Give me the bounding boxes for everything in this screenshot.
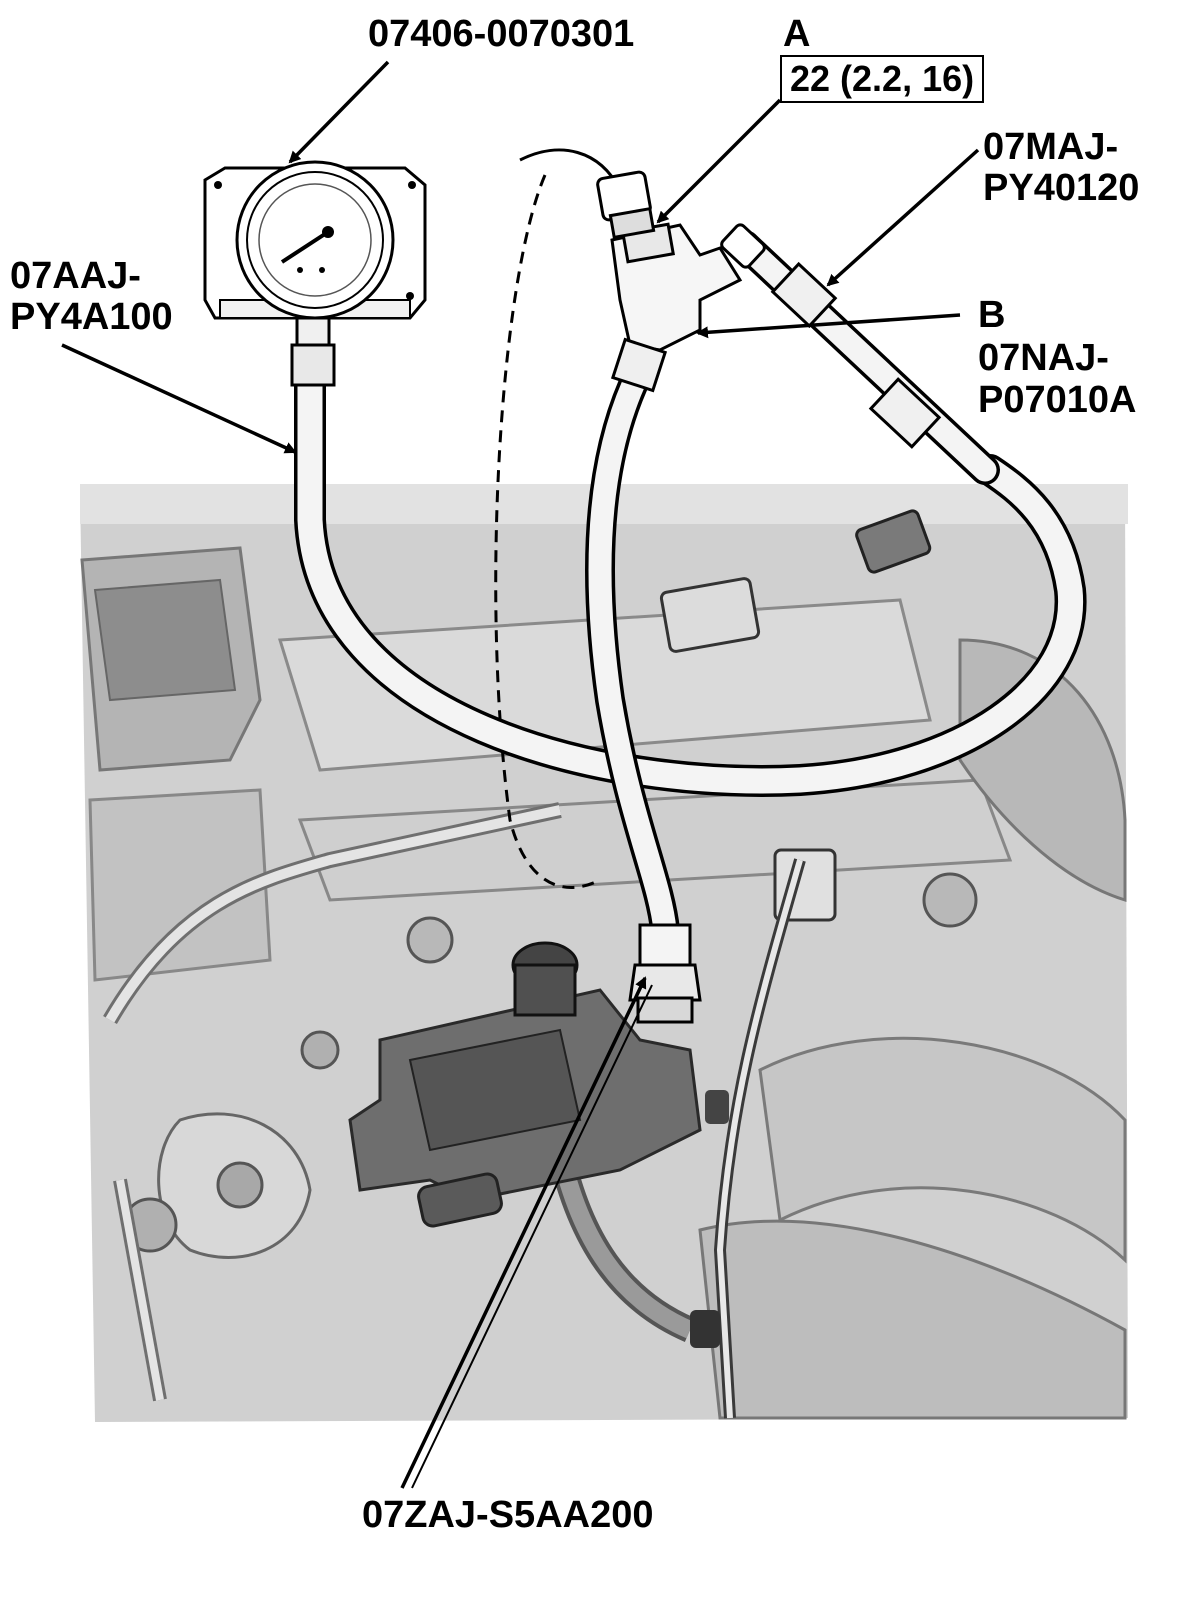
label-tee-part-2: P07010A: [978, 379, 1137, 421]
pressure-gauge: [203, 160, 427, 387]
leader-gauge: [288, 60, 390, 164]
label-torque-a: 22 (2.2, 16): [780, 55, 985, 103]
label-adapter-part-1: 07MAJ-: [983, 126, 1119, 168]
leader-adapter: [826, 148, 980, 287]
leader-fitting: [400, 976, 647, 1489]
engine-compartment: [80, 484, 1128, 1422]
label-hose-part-2: PY4A100: [10, 296, 173, 338]
label-hose-part-1: 07AAJ-: [10, 255, 141, 297]
tee-fitting: [596, 170, 743, 393]
hidden-hose-route: [494, 174, 601, 889]
supply-hose: [585, 355, 702, 1024]
leader-tee: [696, 313, 961, 339]
label-callout-b: B: [978, 294, 1006, 336]
label-tee-part-1: 07NAJ-: [978, 337, 1109, 379]
leader-lines: [61, 60, 980, 1489]
leader-torque-a: [656, 98, 782, 224]
label-fitting-part: 07ZAJ-S5AA200: [362, 1494, 654, 1536]
label-gauge-part: 07406-0070301: [368, 13, 635, 55]
leader-hose: [61, 343, 297, 454]
label-callout-a: A: [783, 13, 811, 55]
adapter-hose: [720, 223, 1000, 485]
gauge-hose: [294, 354, 1087, 797]
label-adapter-part-2: PY40120: [983, 167, 1140, 209]
